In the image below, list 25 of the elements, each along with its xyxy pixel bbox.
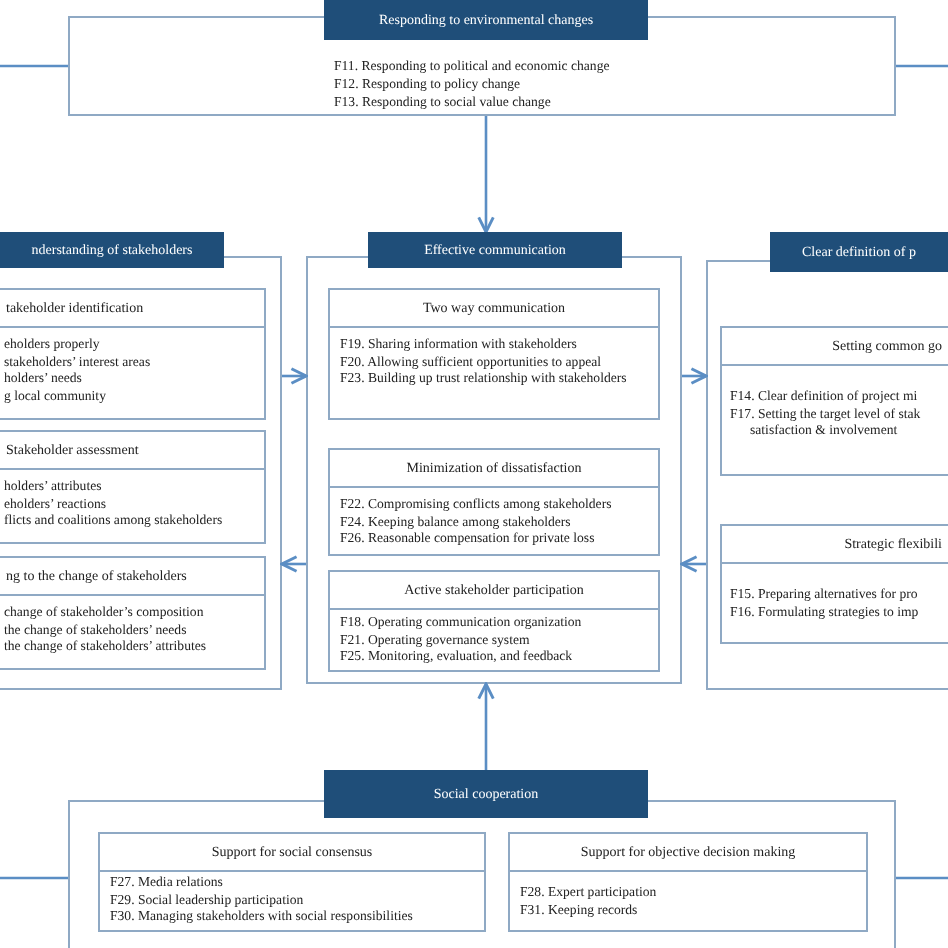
arrow <box>477 116 495 234</box>
group-panel <box>306 232 682 684</box>
group-panel <box>68 0 896 116</box>
arrow <box>282 367 308 385</box>
factor-box <box>0 288 266 420</box>
group-panel <box>0 232 282 690</box>
factor-box <box>328 288 660 420</box>
connector-line <box>0 876 68 880</box>
factor-box <box>328 448 660 556</box>
group-panel <box>68 770 896 948</box>
arrow <box>682 367 708 385</box>
connector-line <box>896 64 948 68</box>
factor-box <box>0 430 266 544</box>
factor-box <box>328 570 660 672</box>
factor-box <box>720 326 948 476</box>
factor-box <box>720 524 948 644</box>
arrow <box>477 682 495 770</box>
arrow <box>680 555 706 573</box>
connector-line <box>0 64 68 68</box>
factor-box <box>508 832 868 932</box>
factor-box <box>98 832 486 932</box>
arrow <box>280 555 306 573</box>
connector-line <box>896 876 948 880</box>
group-panel <box>706 232 948 690</box>
factor-box <box>0 556 266 670</box>
